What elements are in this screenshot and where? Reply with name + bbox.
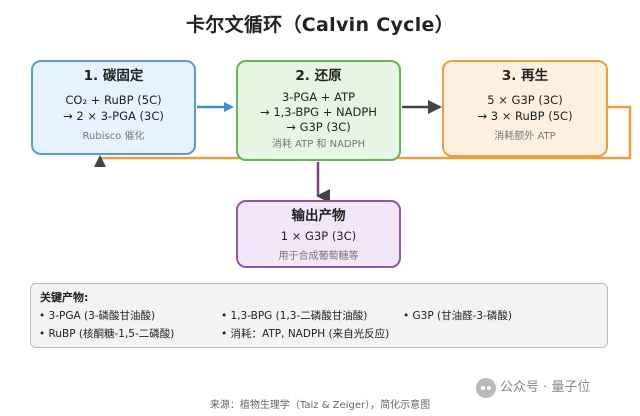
stage-line: 3-PGA + ATP <box>281 90 356 104</box>
output-note: 用于合成葡萄糖等 <box>278 251 359 262</box>
watermark: 公众号 · 量子位 <box>476 376 590 398</box>
stage-line: 5 × G3P (3C) <box>487 93 563 107</box>
stage-heading: 3. 再生 <box>501 68 549 84</box>
stage-carbon-fixation: 1. 碳固定 CO₂ + RuBP (5C) → 2 × 3-PGA (3C) … <box>31 60 196 155</box>
stage-reduction: 2. 还原 3-PGA + ATP → 1,3-BPG + NADPH → G3… <box>236 60 401 161</box>
product-item: • RuBP (核酮糖-1,5-二磷酸) <box>39 328 175 340</box>
stage-note: 消耗额外 ATP <box>494 131 556 142</box>
stage-line: CO₂ + RuBP (5C) <box>65 93 162 107</box>
stage-heading: 2. 还原 <box>295 68 342 84</box>
key-products-panel: 关键产物: • 3-PGA (3-磷酸甘油酸) • 1,3-BPG (1,3-二… <box>30 283 608 348</box>
stage-heading: 1. 碳固定 <box>83 68 144 84</box>
product-item: • 3-PGA (3-磷酸甘油酸) <box>39 310 156 322</box>
product-item: • G3P (甘油醛-3-磷酸) <box>403 310 512 322</box>
product-item: • 消耗：ATP, NADPH (来自光反应) <box>221 328 390 340</box>
diagram-title: 卡尔文循环（Calvin Cycle） <box>185 14 454 36</box>
stage-regeneration: 3. 再生 5 × G3P (3C) → 3 × RuBP (5C) 消耗额外 … <box>442 60 608 157</box>
stage-note: 消耗 ATP 和 NADPH <box>271 139 366 150</box>
stage-line: → 2 × 3-PGA (3C) <box>63 109 164 123</box>
output-product: 输出产物 1 × G3P (3C) 用于合成葡萄糖等 <box>236 200 401 268</box>
key-products-title: 关键产物: <box>40 291 89 304</box>
wechat-logo-icon <box>476 377 496 398</box>
output-line: 1 × G3P (3C) <box>280 229 357 243</box>
stage-line: → 3 × RuBP (5C) <box>477 109 573 123</box>
stage-note: Rubisco 催化 <box>82 131 145 142</box>
watermark-text: 公众号 · 量子位 <box>500 380 591 395</box>
output-heading: 输出产物 <box>291 208 346 224</box>
product-item: • 1,3-BPG (1,3-二磷酸甘油酸) <box>221 310 368 322</box>
source-caption: 来源：植物生理学（Taiz & Zeiger），简化示意图 <box>209 400 431 411</box>
stage-line: → 1,3-BPG + NADPH <box>260 105 377 119</box>
stage-line: → G3P (3C) <box>286 120 351 134</box>
